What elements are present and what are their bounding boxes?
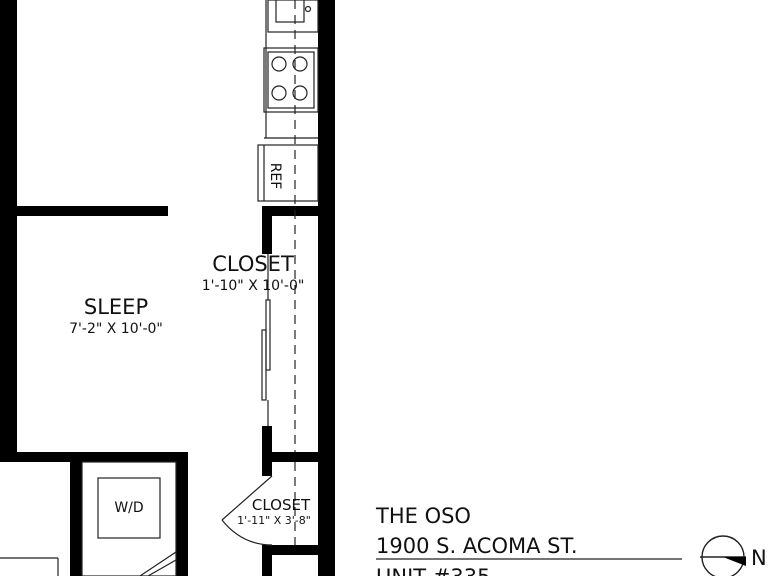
walls — [0, 0, 335, 576]
refrigerator: REF — [257, 144, 319, 202]
north-label: N — [751, 546, 767, 570]
unit-number: UNIT #335 — [376, 565, 490, 576]
wall-laundry-east — [176, 452, 188, 576]
wall-small-closet-south — [262, 545, 322, 555]
wall-east — [318, 0, 335, 576]
room-dims-sleep: 7'-2" X 10'-0" — [69, 321, 163, 337]
refrigerator-label: REF — [267, 163, 283, 190]
building-name: THE OSO — [375, 504, 471, 528]
wall-west — [0, 0, 17, 462]
burner-icon — [292, 85, 308, 101]
wall-small-closet-west — [262, 545, 272, 576]
range-cooktop — [263, 47, 319, 113]
room-dims-closet: 1'-10" X 10'-0" — [202, 278, 305, 294]
burner-icon — [271, 85, 287, 101]
kitchen-sink — [267, 0, 319, 33]
wall-laundry-north — [0, 452, 188, 462]
wall-closet-west-lower — [262, 426, 272, 476]
wall-closet-west-upper — [262, 206, 272, 254]
washer-dryer: W/D — [81, 461, 177, 576]
title-block: THE OSO 1900 S. ACOMA ST. UNIT #335 — [375, 504, 682, 576]
room-dims-small-closet: 1'-11" X 3'-8" — [237, 514, 311, 527]
small-closet-door — [221, 475, 273, 546]
wall-sleep-north — [12, 206, 168, 216]
building-address: 1900 S. ACOMA ST. — [376, 534, 578, 558]
room-name-small-closet: CLOSET — [252, 496, 311, 514]
room-name-closet: CLOSET — [212, 252, 294, 276]
sliding-closet-door — [261, 254, 271, 426]
wall-small-closet-north — [262, 452, 322, 462]
washer-dryer-label: W/D — [114, 500, 143, 516]
north-arrow-icon: N — [700, 535, 767, 576]
room-name-sleep: SLEEP — [84, 295, 148, 319]
burner-icon — [292, 56, 308, 72]
wall-closet-north — [262, 206, 322, 216]
wall-laundry-west — [70, 452, 82, 576]
burner-icon — [271, 56, 287, 72]
